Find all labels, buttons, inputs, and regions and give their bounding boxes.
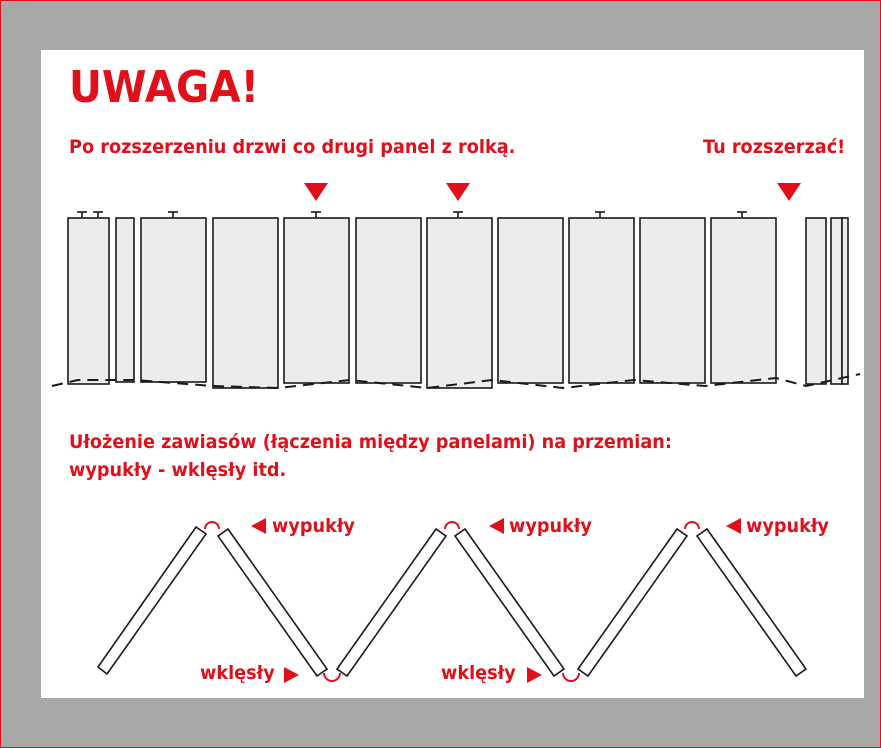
down-arrow-icon <box>446 183 470 201</box>
folded-panel <box>453 527 566 678</box>
roller-icon <box>77 211 87 218</box>
concave-hinge-icon <box>562 672 580 682</box>
door-panel <box>805 217 827 385</box>
concave-label-1: wklęsły <box>200 662 275 684</box>
folded-panel <box>216 527 329 678</box>
expansion-markers <box>304 183 801 201</box>
door-panel <box>497 217 564 384</box>
down-arrow-icon <box>304 183 328 201</box>
hinge-alternation-note: Ułożenie zawiasów (łączenia między panel… <box>69 428 672 484</box>
hinge-markers <box>204 521 700 682</box>
convex-hinge-icon <box>684 521 700 530</box>
roller-icon <box>168 211 178 218</box>
panel-roller-note: Po rozszerzeniu drzwi co drugi panel z r… <box>69 136 516 158</box>
door-panel <box>639 217 706 384</box>
door-panels <box>67 217 849 389</box>
left-arrow-icon <box>726 518 741 534</box>
panel-rollers <box>77 211 747 218</box>
folded-panel <box>695 527 808 678</box>
convex-label-2: wypukły <box>509 515 592 537</box>
down-arrow-icon <box>777 183 801 201</box>
folded-panel <box>576 527 689 678</box>
roller-icon <box>93 211 103 218</box>
roller-icon <box>737 211 747 218</box>
convex-hinge-icon <box>444 521 460 530</box>
floor-dashed-line <box>51 373 861 390</box>
expand-here-note: Tu rozszerzać! <box>703 136 846 158</box>
right-arrow-icon <box>527 667 542 683</box>
hinge-note-line-1: Ułożenie zawiasów (łączenia między panel… <box>69 431 672 453</box>
convex-label-3: wypukły <box>746 515 829 537</box>
door-panel <box>355 217 422 384</box>
door-panel <box>283 217 350 384</box>
concave-label-2: wklęsły <box>441 662 516 684</box>
concave-hinge-icon <box>323 672 341 682</box>
folded-panel <box>96 525 208 676</box>
hinge-note-line-2: wypukły - wklęsły itd. <box>69 459 287 481</box>
roller-icon <box>595 211 605 218</box>
door-panel <box>115 217 135 383</box>
door-panel <box>67 217 110 385</box>
folding-top-view <box>96 525 808 678</box>
roller-icon <box>311 211 321 218</box>
door-panel <box>212 217 279 389</box>
convex-hinge-icon <box>204 521 220 530</box>
door-panel <box>426 217 493 389</box>
folded-panel <box>335 527 448 678</box>
door-panel <box>830 217 843 385</box>
door-panel <box>710 217 777 384</box>
left-arrow-icon <box>489 518 504 534</box>
convex-label-1: wypukły <box>272 515 355 537</box>
door-panel <box>568 217 635 384</box>
roller-icon <box>453 211 463 218</box>
label-arrows <box>251 518 741 683</box>
right-arrow-icon <box>284 667 299 683</box>
door-panel <box>841 217 849 385</box>
left-arrow-icon <box>251 518 266 534</box>
door-panel <box>140 217 207 383</box>
warning-heading: UWAGA! <box>69 62 260 113</box>
